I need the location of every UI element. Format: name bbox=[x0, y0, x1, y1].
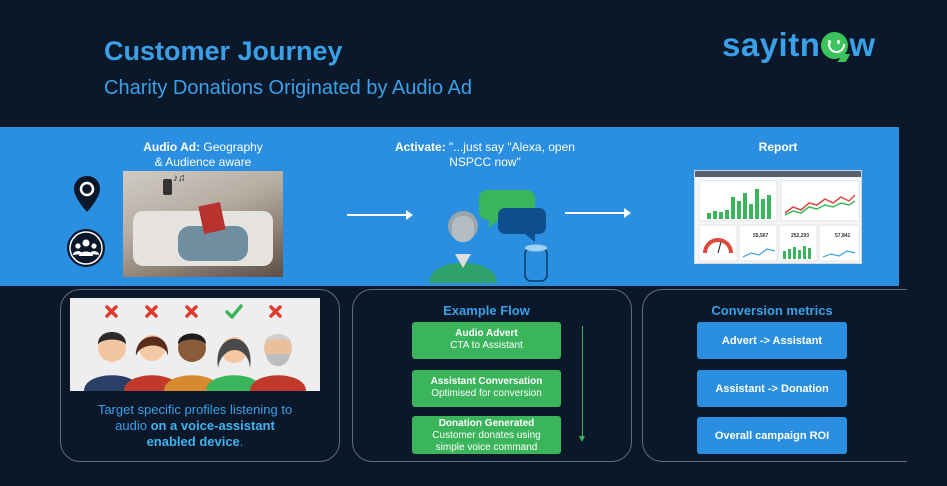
report-dashboard: 55,567 252,293 57,841 bbox=[694, 170, 862, 264]
flow-step-donation-generated: Donation Generated Customer donates usin… bbox=[412, 416, 561, 454]
report-stat: 252,293 bbox=[791, 233, 810, 239]
family-listening-photo: ♪♫ bbox=[123, 171, 283, 277]
report-stat: 57,841 bbox=[835, 233, 851, 239]
audience-group-icon bbox=[67, 229, 105, 267]
report-heading: Report bbox=[758, 140, 798, 154]
music-notes-icon: ♪♫ bbox=[173, 173, 186, 184]
metric-advert-assistant: Advert -> Assistant bbox=[697, 322, 847, 359]
audience-profiles-illustration bbox=[70, 298, 320, 391]
smart-speaker-icon bbox=[163, 179, 172, 195]
flow-step-assistant-conversation: Assistant Conversation Optimised for con… bbox=[412, 370, 561, 407]
arrow-right-icon bbox=[565, 208, 631, 218]
arrow-right-icon bbox=[347, 210, 413, 220]
metric-assistant-donation: Assistant -> Donation bbox=[697, 370, 847, 407]
report-stat: 55,567 bbox=[753, 233, 769, 239]
metric-campaign-roi: Overall campaign ROI bbox=[697, 417, 847, 454]
audio-ad-heading: Audio Ad: Geography& Audience aware bbox=[143, 140, 263, 169]
example-flow-title: Example Flow bbox=[443, 303, 530, 318]
flow-step-audio-advert: Audio Advert CTA to Assistant bbox=[412, 322, 561, 359]
page-subtitle: Charity Donations Originated by Audio Ad bbox=[104, 77, 472, 99]
voice-assistant-illustration bbox=[429, 190, 548, 283]
location-pin-icon bbox=[74, 176, 100, 212]
conversion-metrics-title: Conversion metrics bbox=[711, 303, 833, 318]
flow-down-arrow-icon bbox=[579, 326, 585, 442]
smiley-bubble-icon bbox=[821, 32, 851, 62]
targeting-description: Target specific profiles listening to au… bbox=[97, 402, 293, 449]
page-title: Customer Journey bbox=[104, 36, 343, 66]
